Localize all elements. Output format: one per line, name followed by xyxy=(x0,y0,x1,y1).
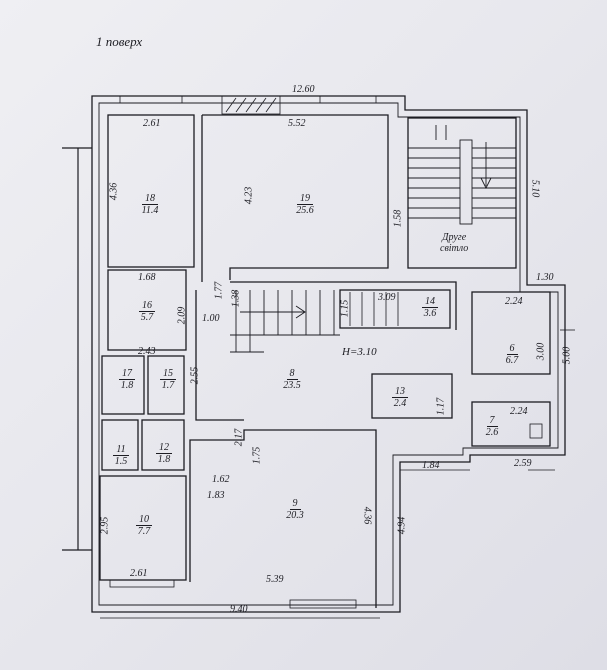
room-area: 1.8 xyxy=(120,380,134,391)
room-number: 17 xyxy=(119,368,135,380)
room-number: 7 xyxy=(486,415,498,427)
dim-label: 4.23 xyxy=(243,186,255,205)
room-area: 3.6 xyxy=(423,308,437,319)
room-area: 20.3 xyxy=(286,510,304,521)
dim-label: 5.10 xyxy=(529,179,541,198)
dim-label: 2.61 xyxy=(130,568,148,579)
dim-label: 2.24 xyxy=(505,296,523,307)
dim-label: 4.36 xyxy=(108,182,120,201)
dim-label: 2.17 xyxy=(233,428,245,447)
room-area: 2.6 xyxy=(485,427,499,438)
room-number: 15 xyxy=(160,368,176,380)
dim-label: 1.83 xyxy=(207,490,225,501)
room-number: 19 xyxy=(297,193,313,205)
room-number: 14 xyxy=(422,296,438,308)
room-number: 11 xyxy=(113,444,129,456)
room-area: 25.6 xyxy=(296,205,314,216)
floor-title: 1 поверх xyxy=(96,34,143,49)
dim-label: 2.59 xyxy=(514,458,532,469)
dim-label: 2.43 xyxy=(138,346,156,357)
dim-label: 1.68 xyxy=(138,272,156,283)
dim-label: 5.39 xyxy=(266,574,284,585)
dim-label: 1.38 xyxy=(230,289,242,308)
room-area: 23.5 xyxy=(283,380,301,391)
dim-label: 2.55 xyxy=(189,366,201,385)
dim-label: 3.09 xyxy=(378,292,396,303)
outer-wall-inner xyxy=(98,102,559,606)
dim-label: 5.00 xyxy=(561,346,573,365)
dim-label: 12.60 xyxy=(292,84,315,95)
room-9-walls xyxy=(189,429,377,608)
dim-label: 1.75 xyxy=(251,446,263,465)
dim-label: 5.52 xyxy=(288,118,306,129)
dim-label: 1.00 xyxy=(202,313,220,324)
room-area: 5.7 xyxy=(140,312,154,323)
room-16-walls xyxy=(107,269,187,351)
room-area: 6.7 xyxy=(505,355,519,366)
dim-label: 2.61 xyxy=(143,118,161,129)
room-number: 6 xyxy=(506,343,518,355)
outer-wall xyxy=(91,95,566,613)
room-area: 1.8 xyxy=(157,454,171,465)
room-area: 7.7 xyxy=(137,526,151,537)
room-number: 13 xyxy=(392,386,408,398)
room-number: 16 xyxy=(139,300,155,312)
dim-label: 2.24 xyxy=(510,406,528,417)
dim-label: 2.95 xyxy=(99,516,111,535)
dim-label: 1.58 xyxy=(392,209,404,228)
room-number: 10 xyxy=(136,514,152,526)
ceiling-height-label: H=3.10 xyxy=(342,346,377,358)
room-18-walls xyxy=(107,114,195,268)
room-area: 1.7 xyxy=(161,380,175,391)
room-number: 8 xyxy=(286,368,298,380)
room-19-walls xyxy=(202,114,389,280)
dim-label: 3.00 xyxy=(535,342,547,361)
room-number: 12 xyxy=(156,442,172,454)
room-area: 11.4 xyxy=(141,205,159,216)
room-area: 1.5 xyxy=(114,456,128,467)
dim-label: 4.94 xyxy=(396,516,408,535)
dim-label: 1.77 xyxy=(213,281,225,300)
dim-label: 9.40 xyxy=(230,604,248,615)
room-number: 9 xyxy=(289,498,301,510)
room-number: 18 xyxy=(142,193,158,205)
dim-label: 1.15 xyxy=(339,299,351,318)
dim-label: 1.30 xyxy=(536,272,554,283)
dim-label: 1.84 xyxy=(422,460,440,471)
room-area: 2.4 xyxy=(393,398,407,409)
dim-label: 1.62 xyxy=(212,474,230,485)
dim-label: 1.17 xyxy=(435,397,447,416)
dim-label: 2.09 xyxy=(176,306,188,325)
dim-label: 4.36 xyxy=(361,506,373,525)
